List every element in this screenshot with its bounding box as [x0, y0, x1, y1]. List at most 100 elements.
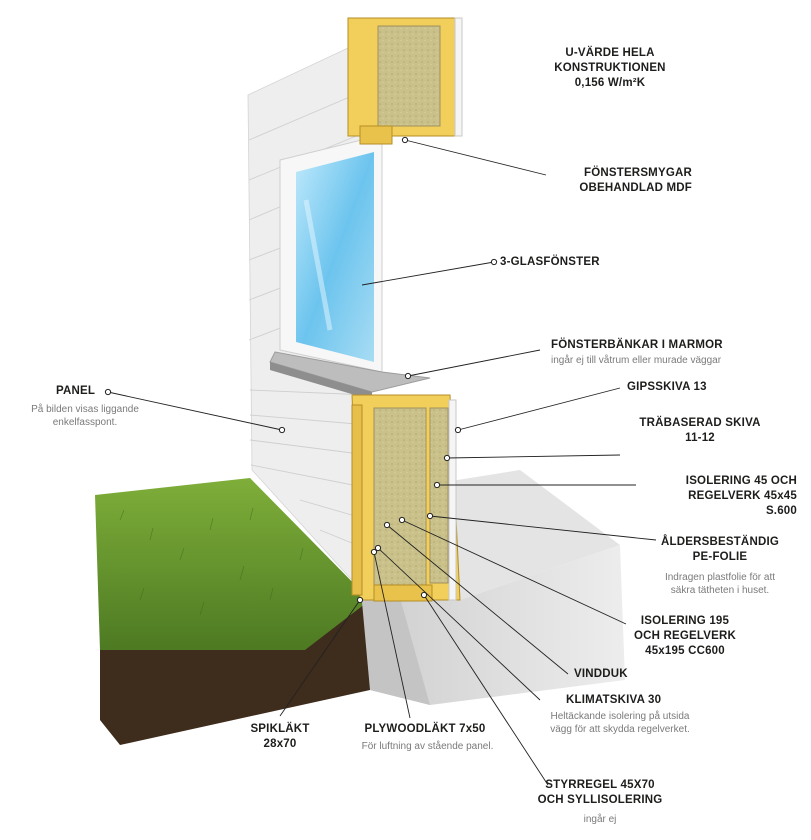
label-pe-foil: ÅLDERSBESTÄNDIG PE-FOLIE	[650, 535, 790, 565]
climate-board-line1: KLIMATSKIVA 30	[566, 694, 662, 706]
leader-gypsum	[457, 387, 621, 431]
sill-plate-line1: STYRREGEL 45X70	[545, 779, 655, 791]
label-climate-board: KLIMATSKIVA 30	[566, 693, 716, 708]
label-wood-board: TRÄBASERAD SKIVA 11-12	[625, 416, 775, 446]
dot-climate-board	[374, 544, 382, 552]
window	[269, 134, 431, 400]
dot-sill-plate	[420, 591, 428, 599]
dot-insulation-45	[433, 481, 441, 489]
foundation-side	[360, 580, 430, 705]
upper-gypsum	[454, 17, 463, 137]
upper-wall-section	[347, 17, 463, 145]
glass-reflection	[303, 199, 333, 331]
lower-battens	[351, 404, 363, 596]
lower-insulation-45	[429, 407, 449, 584]
label-insulation-45: ISOLERING 45 OCH REGELVERK 45x45 S.600	[640, 474, 797, 519]
wind-cloth-line1: VINDDUK	[574, 668, 628, 680]
dot-window-reveal	[401, 136, 409, 144]
leader-lines	[107, 139, 657, 786]
grass-area	[95, 478, 370, 650]
dot-wind-cloth	[383, 521, 391, 529]
u-value-line1: U-VÄRDE HELA	[565, 47, 655, 59]
leader-climate-board	[377, 547, 541, 701]
window-reveal-line1: FÖNSTERSMYGAR	[583, 167, 692, 179]
leader-wood-board	[446, 454, 621, 459]
insulation-45-line3: S.600	[765, 505, 797, 517]
soil-block	[100, 600, 370, 745]
leader-triple-glazing	[361, 261, 495, 286]
leader-insulation-195	[401, 519, 627, 625]
sill-plate-note: ingår ej	[583, 814, 617, 825]
pe-foil-line1: ÅLDERSBESTÄNDIG	[660, 536, 779, 548]
u-value-line2: KONSTRUKTIONEN	[554, 62, 666, 74]
leader-wind-cloth	[386, 524, 569, 675]
panel-note: På bilden visas liggande enkelfasspont.	[10, 403, 160, 429]
pe-foil-note: Indragen plastfolie för att säkra täthet…	[642, 571, 798, 597]
window-sill-note: ingår ej till våtrum eller murade väggar	[551, 355, 722, 366]
window-reveal-line2: OBEHANDLAD MDF	[579, 182, 692, 194]
climate-board-note: Heltäckande isolering på utsida vägg för…	[520, 710, 720, 736]
label-u-value: U-VÄRDE HELA KONSTRUKTIONEN 0,156 W/m²K	[525, 46, 695, 91]
leader-window-reveal	[404, 139, 547, 176]
label-wind-cloth: VINDDUK	[574, 667, 674, 682]
climate-board-note1: Heltäckande isolering på utsida	[550, 711, 690, 722]
plywood-batten-note: För luftning av stående panel.	[361, 741, 494, 752]
lower-insulation-195	[373, 407, 427, 589]
leader-plywood-batten	[373, 551, 411, 719]
dot-panel-target	[278, 426, 286, 434]
lower-gypsum	[448, 399, 457, 601]
panel-note2: enkelfasspont.	[52, 417, 118, 428]
wood-board-line1: TRÄBASERAD SKIVA	[639, 417, 761, 429]
dot-triple-glazing	[490, 258, 498, 266]
pe-foil-line2: PE-FOLIE	[692, 551, 748, 563]
pe-foil-note2: säkra tätheten i huset.	[670, 585, 770, 596]
leader-panel	[107, 391, 283, 431]
panel-line1: PANEL	[56, 385, 96, 397]
lower-wall-section	[351, 394, 461, 602]
insulation-195-line2: OCH REGELVERK	[633, 630, 737, 642]
dot-window-sill	[404, 372, 412, 380]
label-nail-batten: SPIKLÄKT 28x70	[245, 722, 315, 752]
window-sill-line1: FÖNSTERBÄNKAR I MARMOR	[551, 339, 723, 351]
insulation-45-line2: REGELVERK 45x45	[688, 490, 797, 502]
pe-foil-note1: Indragen plastfolie för att	[664, 572, 776, 583]
label-sill-plate: STYRREGEL 45X70 OCH SYLLISOLERING	[525, 778, 675, 808]
leader-window-sill	[407, 349, 541, 377]
dot-insulation-195	[398, 516, 406, 524]
window-glass	[296, 152, 374, 362]
triple-glazing-line1: 3-GLASFÖNSTER	[500, 256, 600, 268]
sill-plate-line2: OCH SYLLISOLERING	[537, 794, 663, 806]
callout-dots	[104, 136, 498, 604]
leader-sill-plate	[423, 594, 549, 786]
label-panel: PANEL	[56, 384, 116, 399]
grass-texture	[119, 507, 304, 616]
sill-plate	[373, 584, 433, 602]
plywood-batten-line1: PLYWOODLÄKT 7x50	[364, 723, 486, 735]
upper-insulation	[377, 25, 441, 127]
nail-batten-line1: SPIKLÄKT	[250, 723, 310, 735]
dot-wood-board	[443, 454, 451, 462]
nail-batten-line2: 28x70	[263, 738, 297, 750]
label-window-reveal: FÖNSTERSMYGAR OBEHANDLAD MDF	[500, 166, 692, 196]
ground	[95, 478, 370, 745]
panel-note1: På bilden visas liggande	[31, 404, 139, 415]
window-sill-marble	[269, 351, 431, 393]
insulation-195-line1: ISOLERING 195	[640, 615, 730, 627]
sill-face	[270, 362, 372, 400]
dot-pe-foil	[426, 512, 434, 520]
gypsum-line1: GIPSSKIVA 13	[627, 381, 707, 393]
dot-plywood-batten	[370, 548, 378, 556]
wood-board-line2: 11-12	[685, 432, 715, 444]
dot-gypsum	[454, 426, 462, 434]
label-plywood-batten: PLYWOODLÄKT 7x50	[350, 722, 500, 737]
upper-mdf-reveal	[359, 125, 393, 145]
leader-pe-foil	[429, 515, 657, 541]
label-insulation-195: ISOLERING 195 OCH REGELVERK 45x195 CC600	[620, 614, 750, 659]
insulation-195-line3: 45x195 CC600	[645, 645, 725, 657]
u-value-line3: 0,156 W/m²K	[574, 77, 646, 89]
climate-board-note2: vägg för att skydda regelverket.	[550, 724, 690, 735]
label-gypsum: GIPSSKIVA 13	[627, 380, 767, 395]
dot-panel-label	[104, 388, 112, 396]
insulation-45-line1: ISOLERING 45 OCH	[685, 475, 797, 487]
